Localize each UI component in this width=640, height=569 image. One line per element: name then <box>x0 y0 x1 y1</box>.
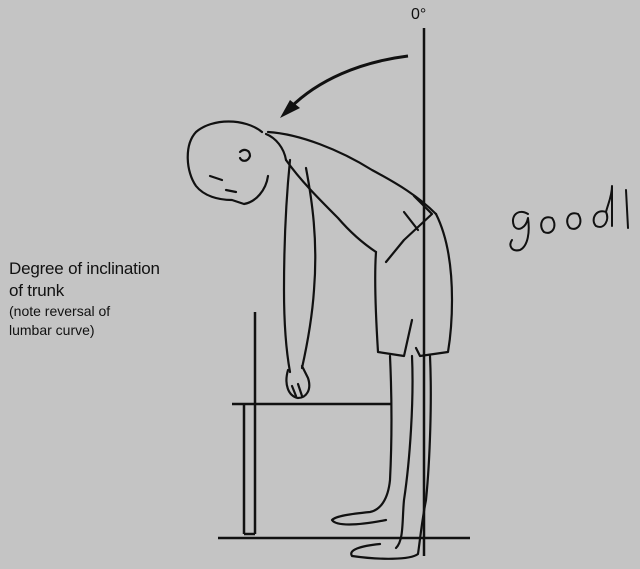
caption-line-1: Degree of inclination <box>9 258 160 280</box>
figure-caption: Degree of inclination of trunk (note rev… <box>9 258 160 340</box>
caption-note-1: (note reversal of <box>9 302 160 321</box>
angle-zero-label: 0° <box>411 6 426 24</box>
caption-note-2: lumbar curve) <box>9 321 160 340</box>
caption-line-2: of trunk <box>9 280 160 302</box>
